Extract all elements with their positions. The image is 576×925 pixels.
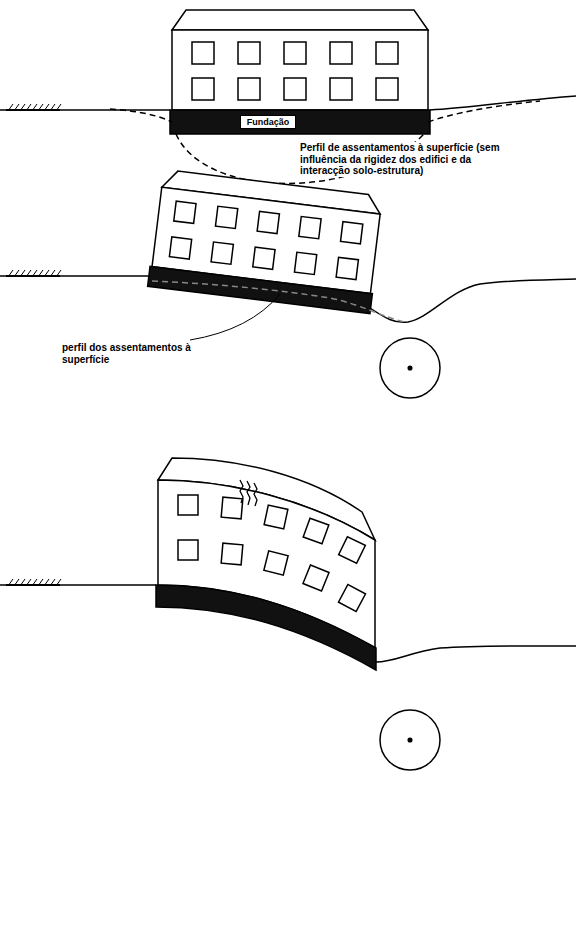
node-text: Fundação [247, 117, 290, 127]
hatch-stroke [44, 104, 49, 111]
tunnel [380, 338, 440, 398]
panel-2 [0, 169, 576, 398]
panel-3 [0, 458, 576, 770]
hatch-stroke [38, 579, 43, 586]
foundation-label-box: Fundação [240, 115, 297, 129]
ground-hatch [6, 104, 61, 586]
hatch-stroke [8, 270, 13, 277]
ground-line [376, 646, 576, 662]
tunnel-centre [408, 366, 412, 370]
leader-line [190, 294, 280, 340]
hatch-stroke [32, 270, 37, 277]
hatch-stroke [56, 270, 61, 277]
hatch-stroke [44, 579, 49, 586]
hatch-stroke [8, 104, 13, 111]
ground-line [0, 109, 170, 111]
hatch-stroke [56, 104, 61, 111]
hatch-stroke [20, 579, 25, 586]
hatch-stroke [50, 579, 55, 586]
hatch-stroke [56, 579, 61, 586]
cracks [240, 480, 257, 506]
ground-line [430, 96, 576, 110]
ground-line [370, 279, 576, 322]
roof [172, 10, 428, 30]
hatch-stroke [8, 579, 13, 586]
ground-line [0, 275, 149, 277]
hatch-stroke [26, 104, 31, 111]
hatch-stroke [50, 104, 55, 111]
tunnel-centre [408, 738, 412, 742]
hatch-stroke [20, 270, 25, 277]
hatch-stroke [32, 104, 37, 111]
panel-1 [0, 10, 576, 295]
ground-line [0, 584, 156, 586]
tunnel [380, 710, 440, 770]
callout-text: perfil dos assentamentos à superfície [62, 342, 197, 365]
building [172, 30, 428, 110]
foundation [156, 585, 376, 670]
callout-text: Perfil de assentamentos à superfície (se… [300, 142, 500, 177]
settlement-profile [152, 281, 405, 322]
hatch-stroke [14, 270, 19, 277]
hatch-stroke [38, 270, 43, 277]
hatch-stroke [26, 579, 31, 586]
settlement-profile [110, 109, 172, 122]
windows [169, 201, 362, 279]
settlement-profile [428, 101, 540, 122]
hatch-stroke [50, 270, 55, 277]
hatch-stroke [44, 270, 49, 277]
windows [192, 42, 398, 100]
hatch-stroke [26, 270, 31, 277]
hatch-stroke [38, 104, 43, 111]
hatch-stroke [14, 579, 19, 586]
foundation [148, 266, 373, 313]
hatch-stroke [14, 104, 19, 111]
hatch-stroke [20, 104, 25, 111]
foundation [170, 110, 430, 134]
hatch-stroke [32, 579, 37, 586]
